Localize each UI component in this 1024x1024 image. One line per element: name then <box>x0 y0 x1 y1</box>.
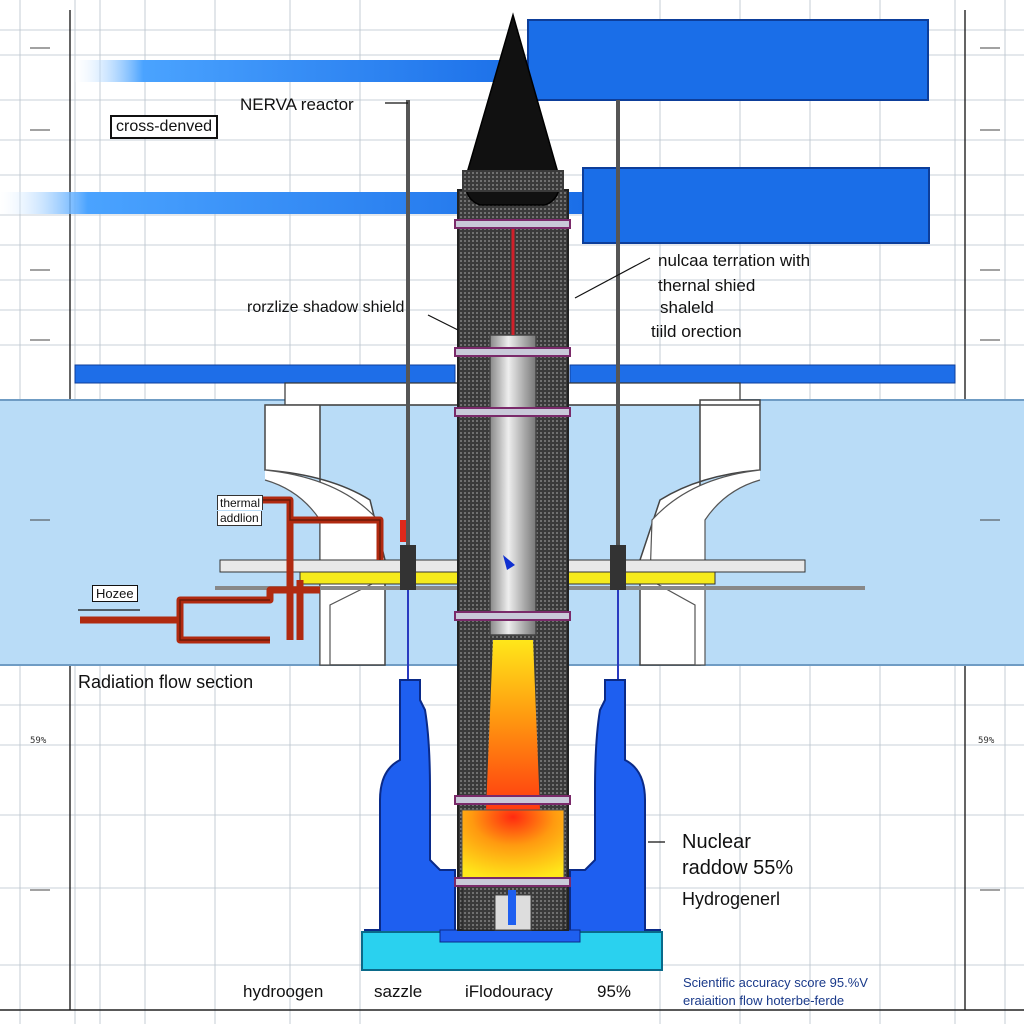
dim-tick-left: 59% <box>30 736 47 746</box>
hydrogen-right-label: Hydrogenerl <box>682 889 781 909</box>
thermal-label-line1: thermal <box>217 495 264 510</box>
nuclear-label-line1: Nuclear <box>682 831 751 853</box>
blue-panel-upper <box>527 19 929 101</box>
footer-note-line1: Scientific accuracy score 95.%V <box>683 975 868 990</box>
radiation-flow-label: Radiation flow section <box>78 672 254 692</box>
right-callout-line1: nulcaa terration with <box>658 251 811 270</box>
nuclear-label-line2: raddow 55% <box>682 857 794 879</box>
thermal-label-line2: addlion <box>217 511 262 526</box>
blue-panel-lower <box>582 167 930 244</box>
reactor-column <box>457 12 569 931</box>
footer-note-line2: eraiaition flow hoterbe-ferde <box>683 993 845 1008</box>
footer-item-percent: 95% <box>597 982 632 1001</box>
dimension-ticks <box>30 47 1000 891</box>
cross-derived-label: cross-denved <box>110 115 219 139</box>
exhaust-flame <box>486 640 540 810</box>
coolant-beam-upper <box>75 60 530 82</box>
top-deck-left <box>74 364 456 384</box>
nerva-reactor-label: NERVA reactor <box>240 95 354 114</box>
support-rods <box>406 100 620 570</box>
right-callout-line2: thernal shied <box>658 276 756 295</box>
right-callout-line3: shaleld <box>660 298 714 317</box>
footer-item-hydrogen: hydroogen <box>243 982 324 1001</box>
lower-containment <box>364 679 456 941</box>
coolant-beam-lower <box>0 192 585 214</box>
dim-tick-right: 59% <box>978 736 995 746</box>
thrust-chamber <box>461 809 565 881</box>
core-cylinder <box>489 334 537 636</box>
shadow-shield-label: rorzlize shadow shield <box>247 299 405 316</box>
flange-rings <box>454 219 571 887</box>
footer-item-accuracy: iFlodouracy <box>465 982 553 1001</box>
right-callout-line4: tiild orection <box>651 322 742 341</box>
hozee-label: Hozee <box>92 585 138 602</box>
footer-item-sazzle: sazzle <box>374 982 423 1001</box>
top-deck-right <box>569 364 956 384</box>
leader-lines <box>78 102 665 843</box>
